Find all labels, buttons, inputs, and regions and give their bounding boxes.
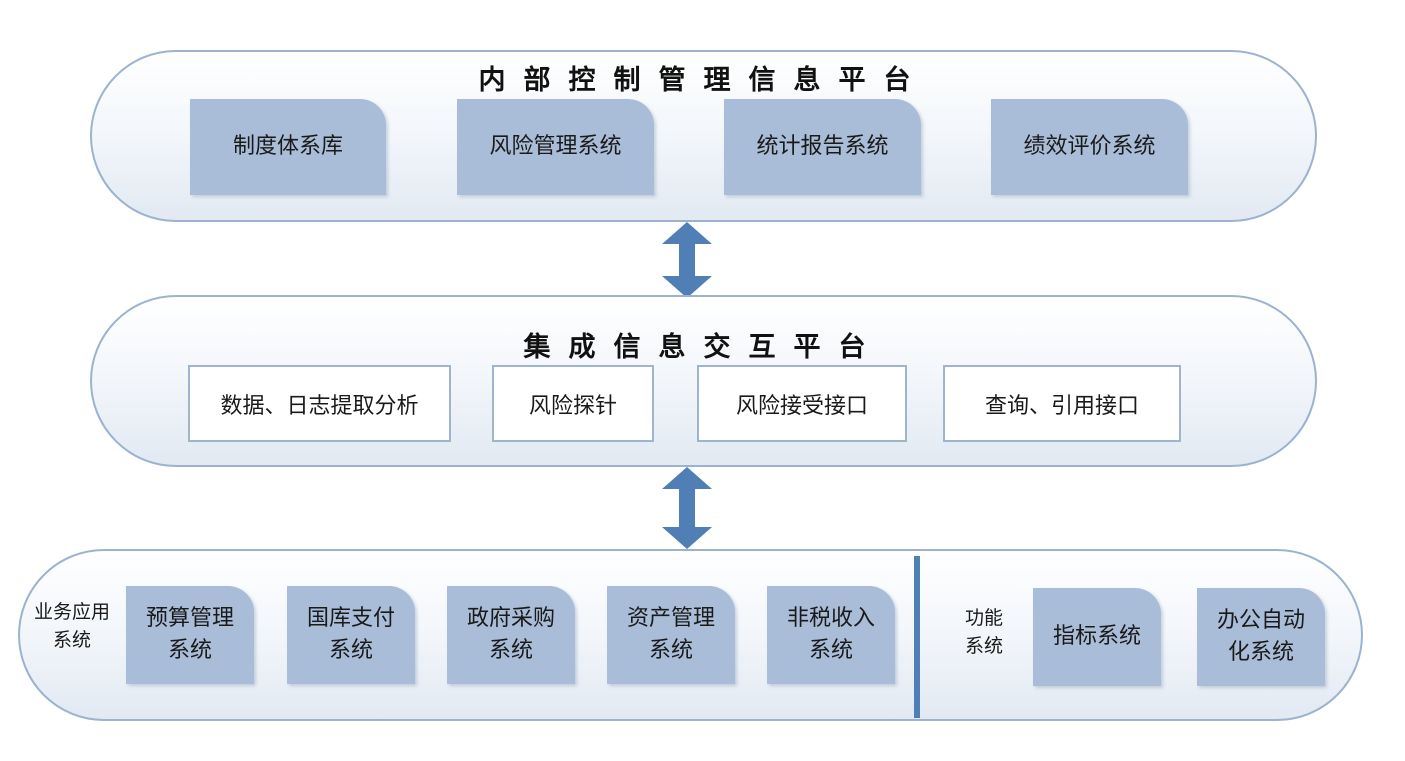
group-label-line1: 业务应用 bbox=[33, 601, 110, 623]
double-headed-vertical-arrow-icon bbox=[662, 467, 712, 549]
module-label-line1: 国库支付 bbox=[306, 606, 395, 632]
module-label-line2: 系统 bbox=[488, 638, 533, 663]
group-label-line1: 功能 bbox=[964, 607, 1003, 629]
module-government-procurement: 政府采购系统 bbox=[447, 586, 575, 684]
module-label: 制度体系库 bbox=[232, 134, 343, 160]
module-label: 统计报告系统 bbox=[756, 134, 889, 160]
module-label: 绩效评价系统 bbox=[1023, 134, 1156, 160]
module-budget-management: 预算管理系统 bbox=[126, 586, 254, 684]
module-label-line2: 系统 bbox=[167, 638, 212, 663]
group-label-line2: 系统 bbox=[52, 628, 91, 651]
module-label-line1: 预算管理 bbox=[145, 606, 234, 632]
module-asset-management: 资产管理系统 bbox=[607, 586, 735, 684]
vertical-divider bbox=[914, 556, 920, 718]
module-label: 风险探针 bbox=[528, 393, 617, 419]
module-label: 风险接受接口 bbox=[735, 393, 868, 419]
module-risk-accept-interface: 风险接受接口 bbox=[697, 365, 907, 442]
module-performance-evaluation: 绩效评价系统 bbox=[991, 99, 1188, 195]
module-label: 查询、引用接口 bbox=[984, 393, 1139, 419]
business-app-group-label: 业务应用 系统 bbox=[22, 599, 122, 654]
internal-platform-title: 内部控制管理信息平台 bbox=[478, 65, 929, 96]
group-label-line2: 系统 bbox=[964, 634, 1003, 657]
function-system-group-label: 功能 系统 bbox=[948, 605, 1020, 660]
module-label-line2: 系统 bbox=[808, 638, 853, 663]
module-label: 数据、日志提取分析 bbox=[220, 393, 419, 419]
module-statistics-report: 统计报告系统 bbox=[724, 99, 921, 195]
module-risk-probe: 风险探针 bbox=[492, 365, 654, 442]
module-label-line1: 办公自动 bbox=[1216, 608, 1305, 634]
module-label-line1: 政府采购 bbox=[466, 606, 555, 632]
module-office-automation: 办公自动化系统 bbox=[1197, 588, 1325, 686]
module-query-reference-interface: 查询、引用接口 bbox=[943, 365, 1181, 442]
module-label-line2: 系统 bbox=[648, 638, 693, 663]
module-label-line1: 非税收入 bbox=[786, 606, 875, 632]
module-system-library: 制度体系库 bbox=[190, 99, 386, 195]
module-label-line2: 化系统 bbox=[1227, 640, 1294, 665]
module-indicator-system: 指标系统 bbox=[1033, 588, 1161, 686]
module-label-line1: 资产管理 bbox=[626, 606, 715, 632]
double-headed-vertical-arrow-icon bbox=[662, 222, 712, 298]
module-risk-management: 风险管理系统 bbox=[457, 99, 654, 195]
module-data-log-analysis: 数据、日志提取分析 bbox=[188, 365, 451, 442]
module-non-tax-revenue: 非税收入系统 bbox=[767, 586, 895, 684]
module-treasury-payment: 国库支付系统 bbox=[287, 586, 415, 684]
module-label: 风险管理系统 bbox=[489, 134, 622, 160]
module-label-line2: 系统 bbox=[328, 638, 373, 663]
module-label-line1: 指标系统 bbox=[1052, 624, 1141, 650]
integration-platform-title: 集成信息交互平台 bbox=[523, 332, 884, 363]
